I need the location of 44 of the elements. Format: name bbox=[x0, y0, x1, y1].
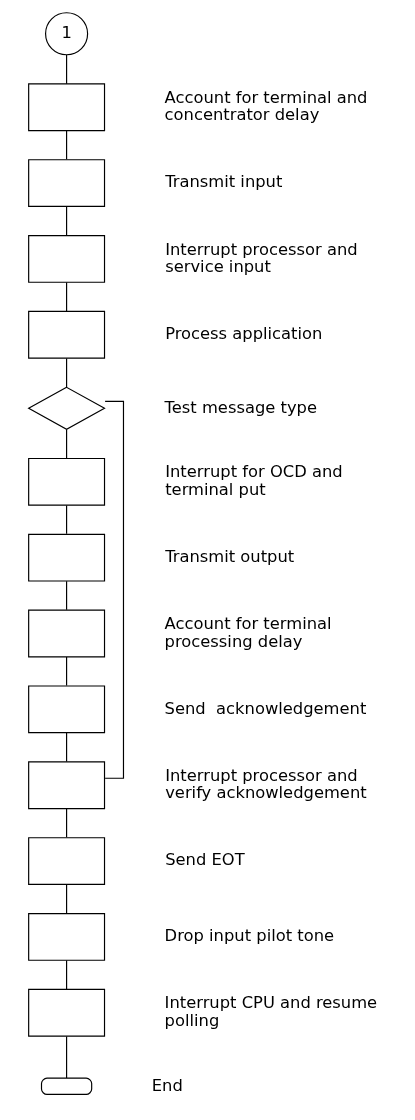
connector bbox=[66, 959, 68, 990]
node-label: Account for terminal processing delay bbox=[164, 614, 332, 651]
node-label: Send EOT bbox=[165, 850, 245, 870]
node-circle: 1 bbox=[45, 12, 89, 56]
node-box bbox=[28, 913, 106, 961]
node-box bbox=[28, 533, 106, 582]
node-label: Transmit output bbox=[165, 546, 295, 566]
connector bbox=[66, 281, 68, 312]
node-box bbox=[28, 159, 106, 207]
connector bbox=[66, 656, 68, 687]
connector bbox=[66, 130, 68, 160]
connector bbox=[66, 206, 68, 236]
connector bbox=[66, 1035, 68, 1079]
connector bbox=[66, 808, 68, 838]
node-box bbox=[28, 457, 106, 506]
node-label: Interrupt CPU and resume polling bbox=[164, 993, 378, 1030]
connector bbox=[66, 428, 68, 459]
node-box bbox=[28, 235, 106, 283]
node-box bbox=[28, 988, 106, 1037]
node-box bbox=[28, 83, 106, 132]
connector bbox=[66, 732, 68, 762]
connector bbox=[104, 400, 125, 779]
node-box bbox=[28, 609, 106, 658]
connector bbox=[66, 54, 68, 85]
node-label: Interrupt for OCD and terminal put bbox=[165, 462, 343, 499]
node-label: End bbox=[151, 1075, 183, 1095]
node-diamond bbox=[27, 386, 106, 430]
node-label: Drop input pilot tone bbox=[164, 926, 335, 946]
node-oval bbox=[40, 1077, 93, 1096]
connector bbox=[66, 357, 68, 388]
node-box bbox=[28, 685, 106, 734]
node-label: Interrupt processor and verify acknowledgement bbox=[165, 765, 367, 803]
connector bbox=[66, 580, 68, 611]
connector bbox=[66, 884, 68, 914]
node-box bbox=[28, 310, 106, 359]
node-label: Transmit input bbox=[165, 172, 283, 192]
node-label: Send acknowledgement bbox=[164, 698, 367, 718]
node-box bbox=[28, 837, 106, 885]
node-box bbox=[28, 761, 106, 810]
node-label: Process application bbox=[165, 324, 323, 344]
node-label: Test message type bbox=[164, 397, 318, 417]
node-label: Account for terminal and concentrator delay bbox=[164, 87, 368, 125]
connector bbox=[66, 504, 68, 535]
node-label: Interrupt processor and service input bbox=[165, 239, 358, 276]
